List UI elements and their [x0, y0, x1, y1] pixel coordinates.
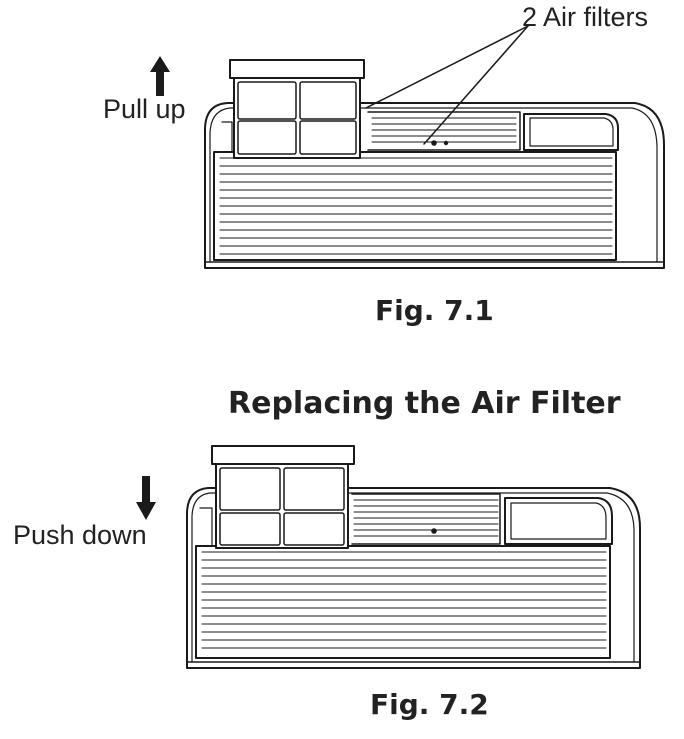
front-grille-fig2: [201, 551, 607, 649]
ac-unit-fig2: [136, 445, 641, 669]
figure-caption-7-2: Fig. 7.2: [370, 688, 489, 721]
arrow-down-icon: [136, 476, 156, 520]
control-panel-door-fig1: [523, 113, 619, 151]
section-title: Replacing the Air Filter: [228, 386, 621, 421]
air-filter-fig2: [211, 445, 355, 549]
pull-up-label: Pull up: [103, 94, 186, 124]
top-vent-slots-fig2: [353, 499, 499, 537]
arrow-up-icon: [150, 56, 170, 96]
figure-caption-7-1: Fig. 7.1: [375, 294, 494, 327]
ac-unit-fig1: [150, 25, 665, 269]
air-filters-callout: 2 Air filters: [522, 2, 649, 32]
air-filter-fig1: [229, 59, 365, 159]
callout-leaders-fig1: [365, 25, 529, 145]
push-down-label: Push down: [13, 520, 147, 550]
control-panel-door-fig2: [504, 497, 613, 545]
top-vent-slots-fig1: [371, 117, 517, 143]
